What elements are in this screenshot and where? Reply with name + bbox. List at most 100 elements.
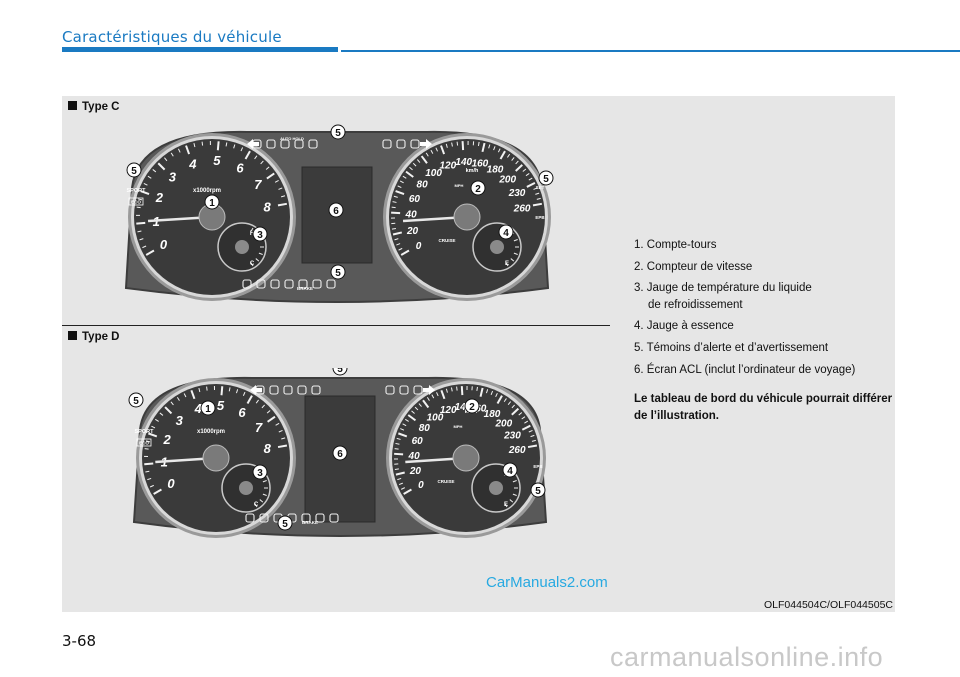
top-indicator-icon (297, 385, 307, 395)
speed-tick (409, 166, 413, 171)
speed-tick (400, 487, 406, 490)
bottom-indicator-icon (315, 513, 325, 523)
callout-label-6: 6 (333, 206, 339, 217)
speed-tick-label: 230 (508, 188, 526, 199)
bottom-indicator-icon (284, 279, 294, 289)
speed-tick (411, 410, 415, 414)
speed-tick (496, 395, 503, 404)
callout-5 (530, 482, 546, 498)
top-indicator-icon (308, 139, 318, 149)
tach-tick (266, 172, 275, 180)
top-indicator-icon (266, 139, 276, 149)
legend-item-6: 6. Écran ACL (inclut l’ordinateur de voy… (634, 363, 856, 376)
callout-3 (252, 464, 268, 480)
epb-label: EPB (533, 464, 543, 469)
brake-label: BRAKE (297, 286, 313, 291)
speed-tick (407, 414, 417, 422)
speed-unit-label: km/h (466, 168, 479, 174)
temp-subtick (262, 493, 267, 496)
speed-tick (488, 144, 491, 149)
callout-5 (128, 392, 144, 408)
speed-tick (400, 428, 405, 431)
speed-tick-label: 0 (416, 241, 422, 252)
speed-tick (445, 143, 448, 148)
speed-tick (527, 444, 538, 449)
tach-tick-label: 3 (169, 169, 177, 184)
figure-divider (62, 325, 610, 326)
callout-1 (204, 194, 220, 210)
bottom-indicator-icon (245, 513, 255, 523)
bullet-square-icon (68, 331, 77, 340)
callout-2 (470, 180, 486, 196)
tach-tick (280, 195, 286, 198)
tach-tick (144, 448, 149, 450)
speed-tick-label: 40 (405, 210, 418, 221)
speed-tick-label: 140 (455, 402, 472, 413)
speed-tick (535, 192, 540, 195)
legend-item-1: 1. Compte-tours (634, 239, 717, 251)
speed-tick (402, 423, 407, 427)
speed-tick (481, 142, 486, 153)
tach-tick (164, 157, 168, 162)
top-indicator-icon (385, 385, 395, 395)
bottom-indicator-icon (312, 279, 322, 289)
tach-tick (254, 155, 258, 160)
speed-tick-label: 200 (494, 418, 512, 429)
speed-tick-label: 180 (487, 165, 504, 176)
temp-subtick (258, 252, 263, 255)
tach-tick (242, 391, 246, 396)
bottom-indicator-icon (242, 279, 252, 289)
speed-tick (426, 397, 430, 401)
cruise-label: CRUISE (437, 479, 454, 484)
tach-tick (157, 162, 166, 171)
fuel-subtick (512, 480, 517, 483)
watermark-link[interactable]: CarManuals2.com (486, 574, 608, 591)
fuel-subtick (512, 493, 517, 496)
top-indicator-icon (283, 385, 293, 395)
speed-tick-label: 230 (503, 431, 521, 442)
figure-caption: OLF044504C/OLF044505C (764, 599, 893, 611)
speed-tick-label: 80 (419, 423, 431, 434)
tach-tick (140, 190, 150, 196)
top-indicator-icon (269, 385, 279, 395)
callout-5 (277, 515, 293, 531)
speed-hub (453, 203, 481, 231)
temp-subtick (250, 227, 254, 232)
speed-tick (405, 170, 414, 178)
top-indicator-icon (396, 139, 406, 149)
sport-label: SPORT (135, 429, 155, 435)
speed-tick-label: 80 (417, 180, 429, 191)
tach-tick (183, 393, 187, 398)
tach-tick (147, 477, 152, 481)
callout-6 (332, 445, 348, 461)
speed-tick (460, 386, 464, 396)
tach-tick (149, 484, 154, 488)
turn-right-arrow-icon (420, 139, 432, 149)
top-indicator-icon (311, 385, 321, 395)
tach-tick-label: 8 (264, 441, 272, 456)
tach-tick (193, 143, 196, 148)
tach-tick (201, 141, 204, 146)
bottom-indicator-icon (270, 279, 280, 289)
temp-subtick (255, 258, 260, 262)
speed-tick-label: 100 (425, 168, 442, 179)
speed-tick-label: 60 (409, 194, 421, 205)
tach-tick (136, 221, 146, 225)
callout-2 (464, 398, 480, 414)
rpm-unit-label: x1000rpm (193, 188, 221, 194)
speed-tick (420, 155, 428, 164)
speed-tick (507, 401, 512, 405)
tach-tick (277, 202, 288, 207)
tach-tick (190, 390, 196, 400)
fuel-subhub (490, 240, 504, 254)
callout-label-4: 4 (507, 466, 513, 477)
footer-watermark: carmanualsonline.info (610, 642, 884, 672)
speed-tick-label: 40 (408, 451, 421, 462)
callout-label-2: 2 (475, 184, 481, 195)
speed-tick (521, 424, 531, 431)
callout-label-5: 5 (335, 268, 341, 279)
callout-label-5: 5 (335, 128, 341, 139)
tach-tick (177, 148, 181, 153)
tach-tick (275, 422, 280, 426)
speed-tick (495, 392, 498, 398)
